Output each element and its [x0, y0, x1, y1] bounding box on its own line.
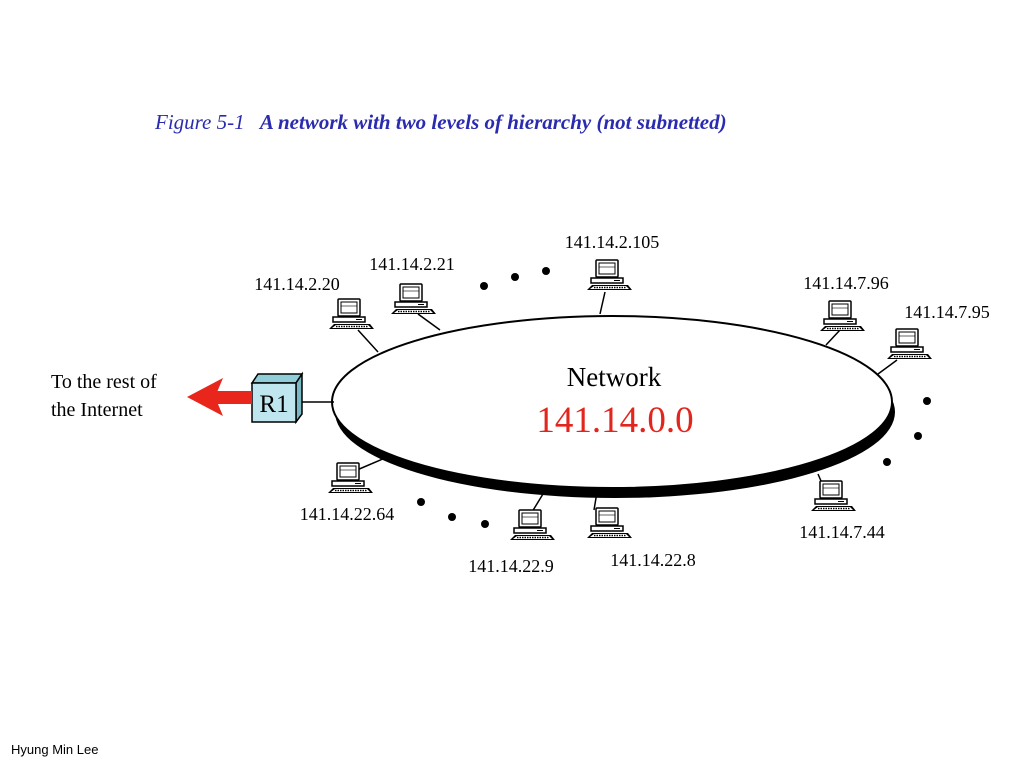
- dot: [511, 273, 519, 281]
- host-141-14-7-95: 141.14.7.95: [886, 302, 990, 360]
- link-line: [599, 291, 606, 315]
- computer-icon: [586, 259, 633, 291]
- computer-icon: [328, 298, 375, 330]
- computer-icon: [819, 300, 866, 332]
- dot: [480, 282, 488, 290]
- dot: [481, 520, 489, 528]
- dot: [914, 432, 922, 440]
- host-address: 141.14.7.44: [799, 522, 885, 542]
- computer-icon: [327, 462, 374, 494]
- host-address: 141.14.2.105: [565, 232, 660, 252]
- link-line: [417, 313, 441, 331]
- ellipsis-dots: [417, 267, 931, 528]
- host-address: 141.14.7.95: [904, 302, 990, 322]
- dot: [448, 513, 456, 521]
- dot: [542, 267, 550, 275]
- network-ellipse: [331, 315, 895, 498]
- host-address: 141.14.22.9: [468, 556, 554, 576]
- dot: [923, 397, 931, 405]
- host-141-14-2-105: 141.14.2.105: [565, 232, 660, 291]
- link-line: [825, 329, 841, 346]
- link-line: [357, 329, 379, 353]
- figure-label: Figure 5-1: [155, 110, 245, 134]
- host-address: 141.14.2.21: [369, 254, 455, 274]
- host-address: 141.14.22.64: [300, 504, 395, 524]
- author-footer: Hyung Min Lee: [11, 742, 99, 757]
- dot: [417, 498, 425, 506]
- hosts: 141.14.2.20 141.14.2.21 141.14.2.105 141…: [254, 232, 990, 576]
- host-address: 141.14.7.96: [803, 273, 889, 293]
- computer-icon: [810, 480, 857, 512]
- internet-text-line1: To the rest of: [51, 371, 157, 393]
- computer-icon: [586, 507, 633, 539]
- internet-text-line2: the Internet: [51, 399, 143, 421]
- host-141-14-2-20: 141.14.2.20: [254, 274, 375, 330]
- host-141-14-22-8: 141.14.22.8: [586, 507, 696, 570]
- host-141-14-7-44: 141.14.7.44: [799, 480, 885, 542]
- computer-icon: [509, 509, 556, 541]
- router-r1: R1: [250, 371, 304, 425]
- router-label: R1: [259, 391, 288, 418]
- network-label: Network: [567, 362, 662, 392]
- dot: [883, 458, 891, 466]
- figure-caption: Figure 5-1 A network with two levels of …: [155, 110, 727, 135]
- figure-title: A network with two levels of hierarchy (…: [259, 110, 727, 134]
- link-line: [531, 493, 544, 513]
- computer-icon: [886, 328, 933, 360]
- host-address: 141.14.2.20: [254, 274, 340, 294]
- host-141-14-22-9: 141.14.22.9: [468, 509, 556, 576]
- internet-link-label: To the rest of the Internet: [51, 368, 211, 424]
- host-141-14-7-96: 141.14.7.96: [803, 273, 889, 332]
- host-141-14-22-64: 141.14.22.64: [300, 462, 395, 524]
- host-141-14-2-21: 141.14.2.21: [369, 254, 455, 315]
- internet-arrow: [187, 378, 252, 416]
- network-address: 141.14.0.0: [536, 400, 693, 441]
- link-line: [877, 359, 898, 375]
- computer-icon: [390, 283, 437, 315]
- host-address: 141.14.22.8: [610, 550, 696, 570]
